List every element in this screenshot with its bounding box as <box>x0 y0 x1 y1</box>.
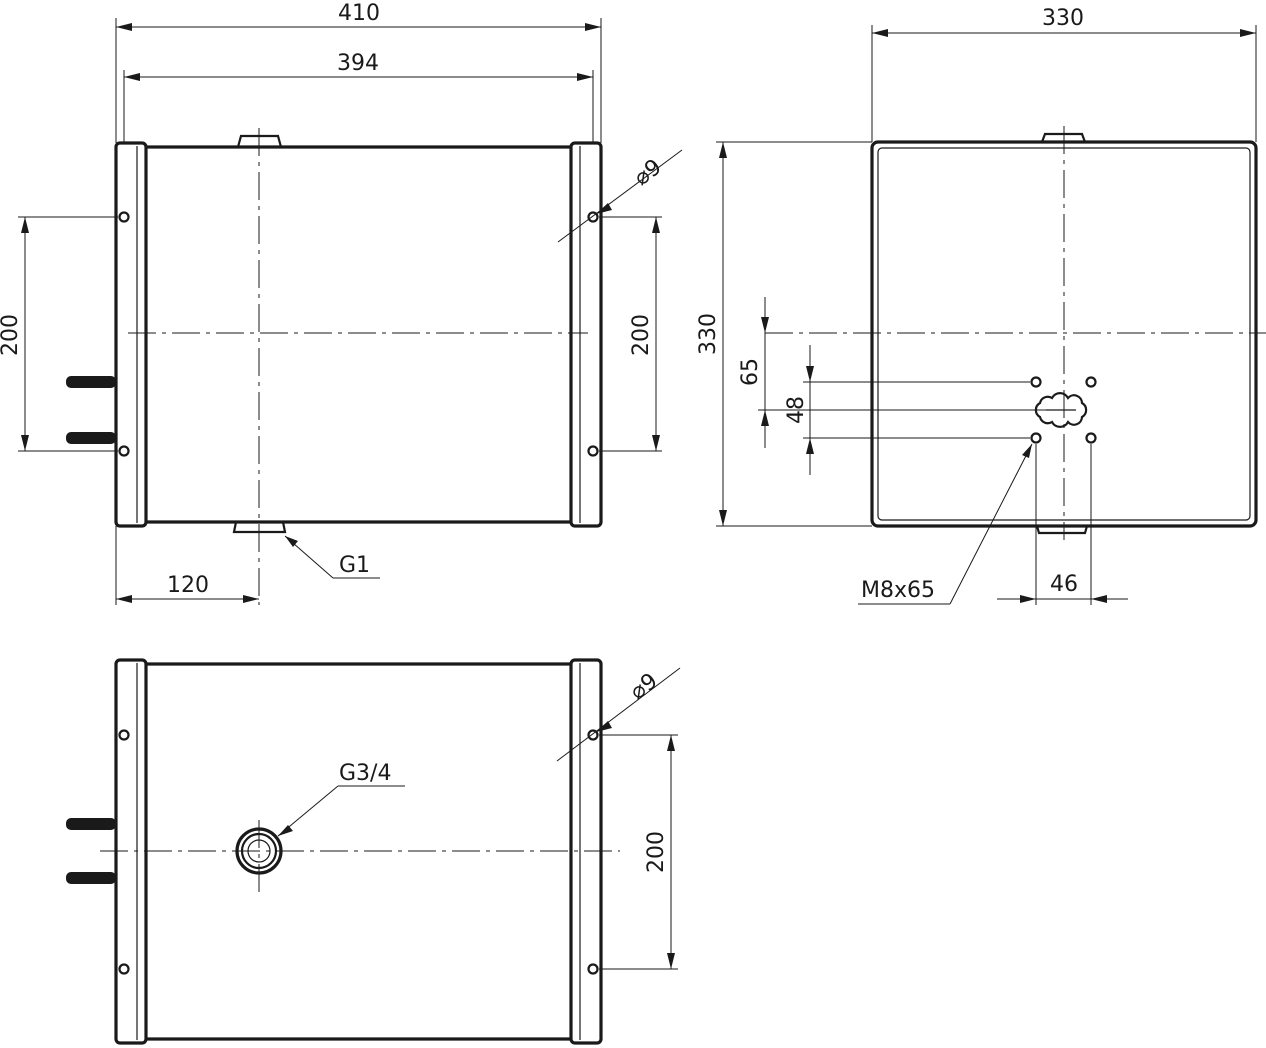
dim-side-width: 330 <box>1042 6 1084 31</box>
side-bolt-bottom-left <box>1030 432 1042 444</box>
top-hole-left-bottom <box>118 963 130 975</box>
side-bracket-keyhole <box>1034 392 1088 428</box>
front-pipe-lower <box>66 432 116 444</box>
dim-bolt-spacing: 46 <box>1050 572 1078 597</box>
side-view: 330 330 65 48 46 M8x65 <box>696 6 1266 605</box>
label-mount-hole-diameter: ⌀9 <box>630 155 667 191</box>
label-outlet-thread: G1 <box>339 553 370 578</box>
dim-body-width: 394 <box>337 51 379 76</box>
label-top-mount-hole-diameter: ⌀9 <box>626 669 663 705</box>
front-pipe-upper <box>66 376 116 388</box>
dim-outlet-offset: 120 <box>167 573 209 598</box>
top-hole-right-bottom <box>587 963 599 975</box>
dim-bracket-offset: 65 <box>738 358 763 386</box>
dim-left-hole-spacing: 200 <box>0 314 23 356</box>
front-view: 410 394 200 200 120 G1 <box>0 1 683 605</box>
front-hole-left-top <box>118 211 130 223</box>
front-right-flange <box>569 141 603 528</box>
side-bolt-top-left <box>1030 376 1042 388</box>
dim-bracket-pitch: 48 <box>784 396 809 424</box>
side-bolt-top-right <box>1085 376 1097 388</box>
dim-top-right-hole-spacing: 200 <box>644 831 669 873</box>
dim-overall-width: 410 <box>338 1 380 26</box>
front-hole-left-bottom <box>118 445 130 457</box>
side-bolt-bottom-right <box>1085 432 1097 444</box>
top-hole-right-top <box>587 729 599 741</box>
front-left-flange <box>114 141 148 528</box>
front-hole-right-bottom <box>587 445 599 457</box>
side-bottom-nozzle <box>1035 525 1089 535</box>
label-bolt-spec: M8x65 <box>861 578 935 603</box>
dim-right-hole-spacing: 200 <box>629 314 654 356</box>
top-pipe-upper <box>66 818 116 830</box>
top-hole-left-top <box>118 729 130 741</box>
top-view: 200 G3/4 ⌀9 <box>66 658 681 1045</box>
label-inlet-thread: G3/4 <box>339 761 391 786</box>
top-pipe-lower <box>66 872 116 884</box>
dim-side-height: 330 <box>696 313 721 355</box>
